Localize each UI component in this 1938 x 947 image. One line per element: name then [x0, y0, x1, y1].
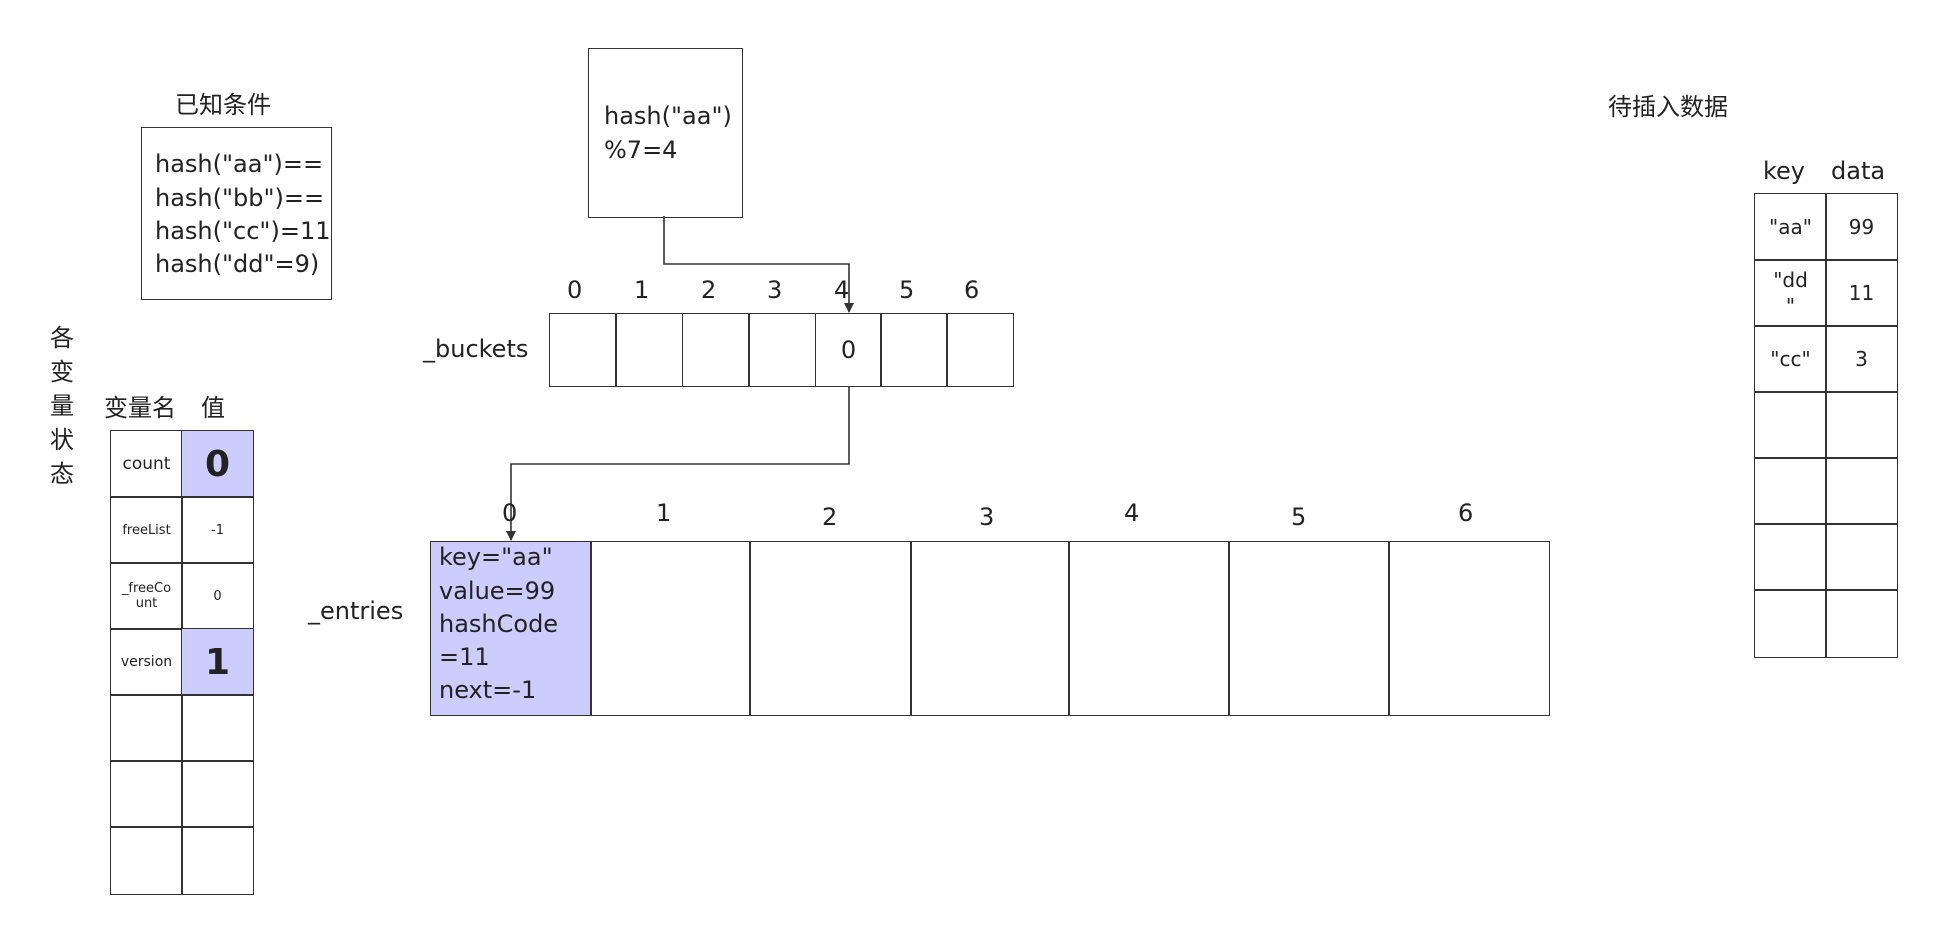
entry-cell — [1068, 541, 1230, 716]
bucket-to-entry-arrow — [506, 386, 850, 541]
insert-key-cell — [1754, 589, 1827, 658]
entry-index: 2 — [822, 503, 838, 531]
var-name-cell — [110, 760, 183, 828]
insert-data-cell: 3 — [1825, 325, 1898, 393]
entry-cell — [910, 541, 1070, 716]
insert-data-cell — [1825, 457, 1898, 525]
bucket-cell — [880, 313, 948, 387]
var-name-cell — [110, 826, 183, 895]
var-name-cell: freeList — [110, 496, 183, 564]
entry-field-value: value=99 — [439, 577, 556, 605]
insert-col-key: key — [1763, 157, 1806, 185]
bucket-index: 5 — [899, 276, 915, 304]
insert-data-cell — [1825, 391, 1898, 459]
var-value-cell — [181, 826, 254, 895]
hash-line-2: %7=4 — [604, 136, 678, 164]
entry-index: 4 — [1124, 499, 1140, 527]
entry-field-hashcode-value: =11 — [439, 643, 490, 671]
bucket-index: 6 — [964, 276, 980, 304]
known-line: hash("aa")== — [155, 150, 324, 178]
bucket-index: 4 — [834, 276, 850, 304]
entry-index: 3 — [979, 503, 995, 531]
insert-key-cell: "aa" — [1754, 193, 1827, 261]
bucket-cell — [748, 313, 816, 387]
insert-data-cell — [1825, 523, 1898, 591]
vars-col-value: 值 — [201, 394, 225, 422]
known-line: hash("cc")=11 — [155, 217, 331, 245]
insert-data-cell — [1825, 589, 1898, 658]
bucket-cell: 0 — [815, 313, 882, 387]
known-conditions-box: hash("aa")== hash("bb")== hash("cc")=11 … — [141, 127, 332, 300]
vars-side-title: 变 — [50, 358, 74, 386]
bucket-cell — [615, 313, 683, 387]
insert-key-cell: "cc" — [1754, 325, 1827, 393]
entry-cell-0: key="aa" value=99 hashCode =11 next=-1 — [430, 541, 592, 716]
entry-index: 6 — [1458, 499, 1474, 527]
bucket-index: 1 — [634, 276, 650, 304]
bucket-cell — [549, 313, 617, 387]
var-name-cell: version — [110, 628, 183, 696]
insert-data-cell: 11 — [1825, 259, 1898, 327]
var-value-cell: -1 — [181, 496, 254, 564]
insert-key-cell — [1754, 523, 1827, 591]
var-name-cell: _freeCo unt — [110, 562, 183, 630]
bucket-index: 3 — [767, 276, 783, 304]
known-line: hash("bb")== — [155, 184, 325, 212]
entry-cell — [749, 541, 912, 716]
insert-key-cell: "dd " — [1754, 259, 1827, 327]
vars-side-title: 状 — [50, 426, 74, 454]
hash-to-bucket-arrow — [663, 216, 854, 313]
bucket-index: 2 — [701, 276, 717, 304]
vars-side-title: 各 — [50, 324, 74, 352]
var-value-cell — [181, 694, 254, 762]
hash-line-1: hash("aa") — [604, 102, 732, 130]
var-value-cell: 1 — [181, 628, 254, 696]
entry-index: 1 — [656, 499, 672, 527]
known-conditions-title: 已知条件 — [175, 91, 271, 119]
buckets-label: _buckets — [423, 335, 529, 363]
bucket-cell — [946, 313, 1014, 387]
entries-label: _entries — [308, 597, 404, 625]
bucket-cell — [682, 313, 750, 387]
vars-side-title: 量 — [50, 392, 74, 420]
bucket-index: 0 — [567, 276, 583, 304]
entry-cell — [1228, 541, 1390, 716]
entry-field-next: next=-1 — [439, 676, 537, 704]
insert-col-data: data — [1831, 157, 1886, 185]
var-value-cell — [181, 760, 254, 828]
insert-data-cell: 99 — [1825, 193, 1898, 261]
entry-cell — [1388, 541, 1550, 716]
entry-cell — [590, 541, 751, 716]
entry-index: 5 — [1291, 503, 1307, 531]
var-name-cell — [110, 694, 183, 762]
insert-key-cell — [1754, 391, 1827, 459]
entry-field-hashcode: hashCode — [439, 610, 559, 638]
vars-side-title: 态 — [50, 460, 74, 488]
insert-key-cell — [1754, 457, 1827, 525]
hash-computation-box: hash("aa") %7=4 — [588, 48, 743, 218]
known-line: hash("dd"=9) — [155, 250, 320, 278]
var-value-cell: 0 — [181, 562, 254, 630]
vars-col-name: 变量名 — [104, 394, 176, 422]
entry-index: 0 — [502, 499, 518, 527]
insert-title: 待插入数据 — [1608, 93, 1728, 121]
var-value-cell: 0 — [181, 430, 254, 498]
entry-field-key: key="aa" — [439, 543, 553, 571]
var-name-cell: count — [110, 430, 183, 498]
